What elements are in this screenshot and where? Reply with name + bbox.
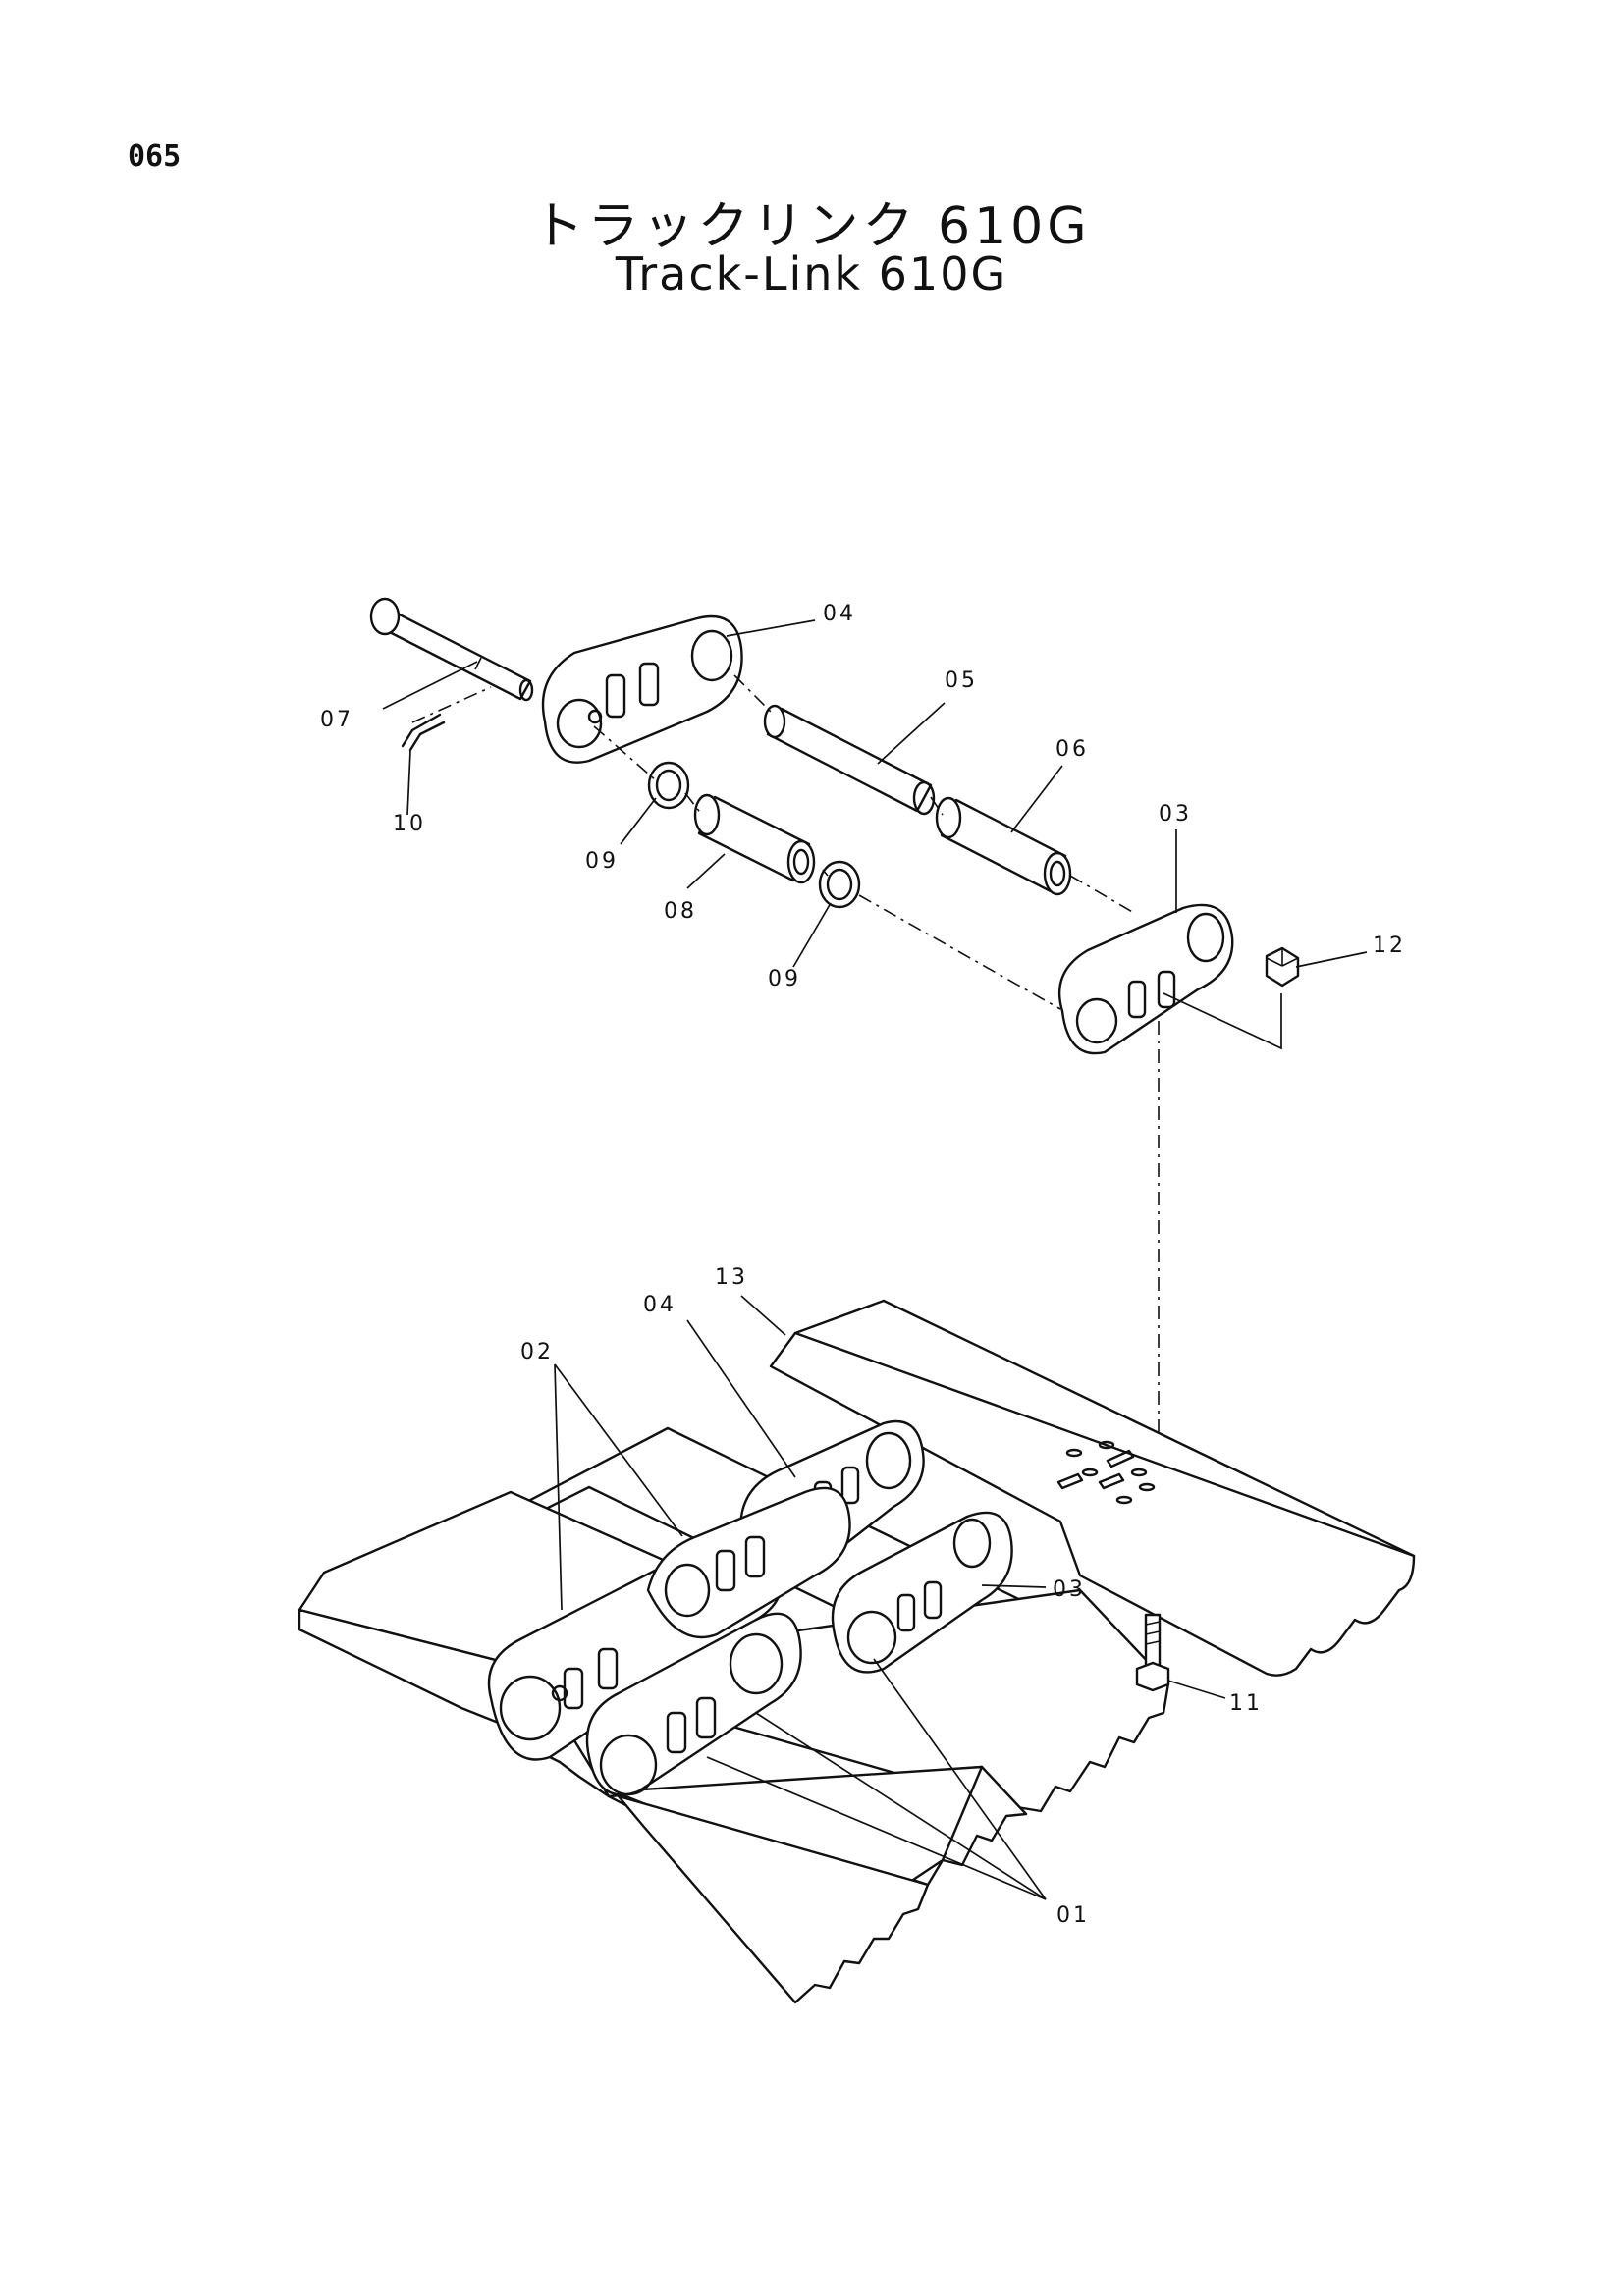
callout-04-top: 04 xyxy=(823,602,856,626)
part-11-bolt xyxy=(1135,1613,1170,1692)
callout-03-top: 03 xyxy=(1159,802,1192,827)
part-06-sleeve xyxy=(935,796,1072,896)
part-09-seal-lower xyxy=(818,860,861,909)
callout-06: 06 xyxy=(1055,737,1089,762)
callout-03-bottom: 03 xyxy=(1053,1577,1086,1602)
callout-04-bottom: 04 xyxy=(643,1293,676,1317)
callout-05: 05 xyxy=(945,668,978,693)
callout-11: 11 xyxy=(1229,1691,1263,1716)
callout-08: 08 xyxy=(664,899,697,924)
part-10-lock-pin xyxy=(401,713,446,752)
callout-12: 12 xyxy=(1373,934,1406,958)
part-09-seal-upper xyxy=(647,761,690,810)
part-04-link-upper xyxy=(541,614,743,764)
callout-02: 02 xyxy=(520,1340,554,1364)
page-number: 065 xyxy=(128,139,182,174)
part-02-link-lower-middle xyxy=(646,1486,851,1639)
callout-10: 10 xyxy=(393,812,426,836)
callout-07: 07 xyxy=(320,708,353,732)
part-01-link-front xyxy=(585,1612,802,1796)
leader-lines xyxy=(382,619,1368,1900)
part-03-link-lower xyxy=(831,1511,1013,1674)
part-03-link-upper xyxy=(1057,903,1234,1055)
part-13-track-shoe xyxy=(769,1299,1416,1677)
title-english: Track-Link 610G xyxy=(615,247,1008,300)
part-08-bushing xyxy=(693,793,816,884)
callout-09-lower: 09 xyxy=(768,967,801,991)
part-12-nut xyxy=(1265,946,1300,988)
part-05-bushing xyxy=(763,704,936,816)
callout-13: 13 xyxy=(715,1265,748,1290)
title-japanese: トラックリンク 610G xyxy=(532,197,1091,256)
part-07-track-pin xyxy=(369,597,534,702)
callout-09-upper: 09 xyxy=(585,849,619,874)
callout-01: 01 xyxy=(1056,1903,1090,1928)
